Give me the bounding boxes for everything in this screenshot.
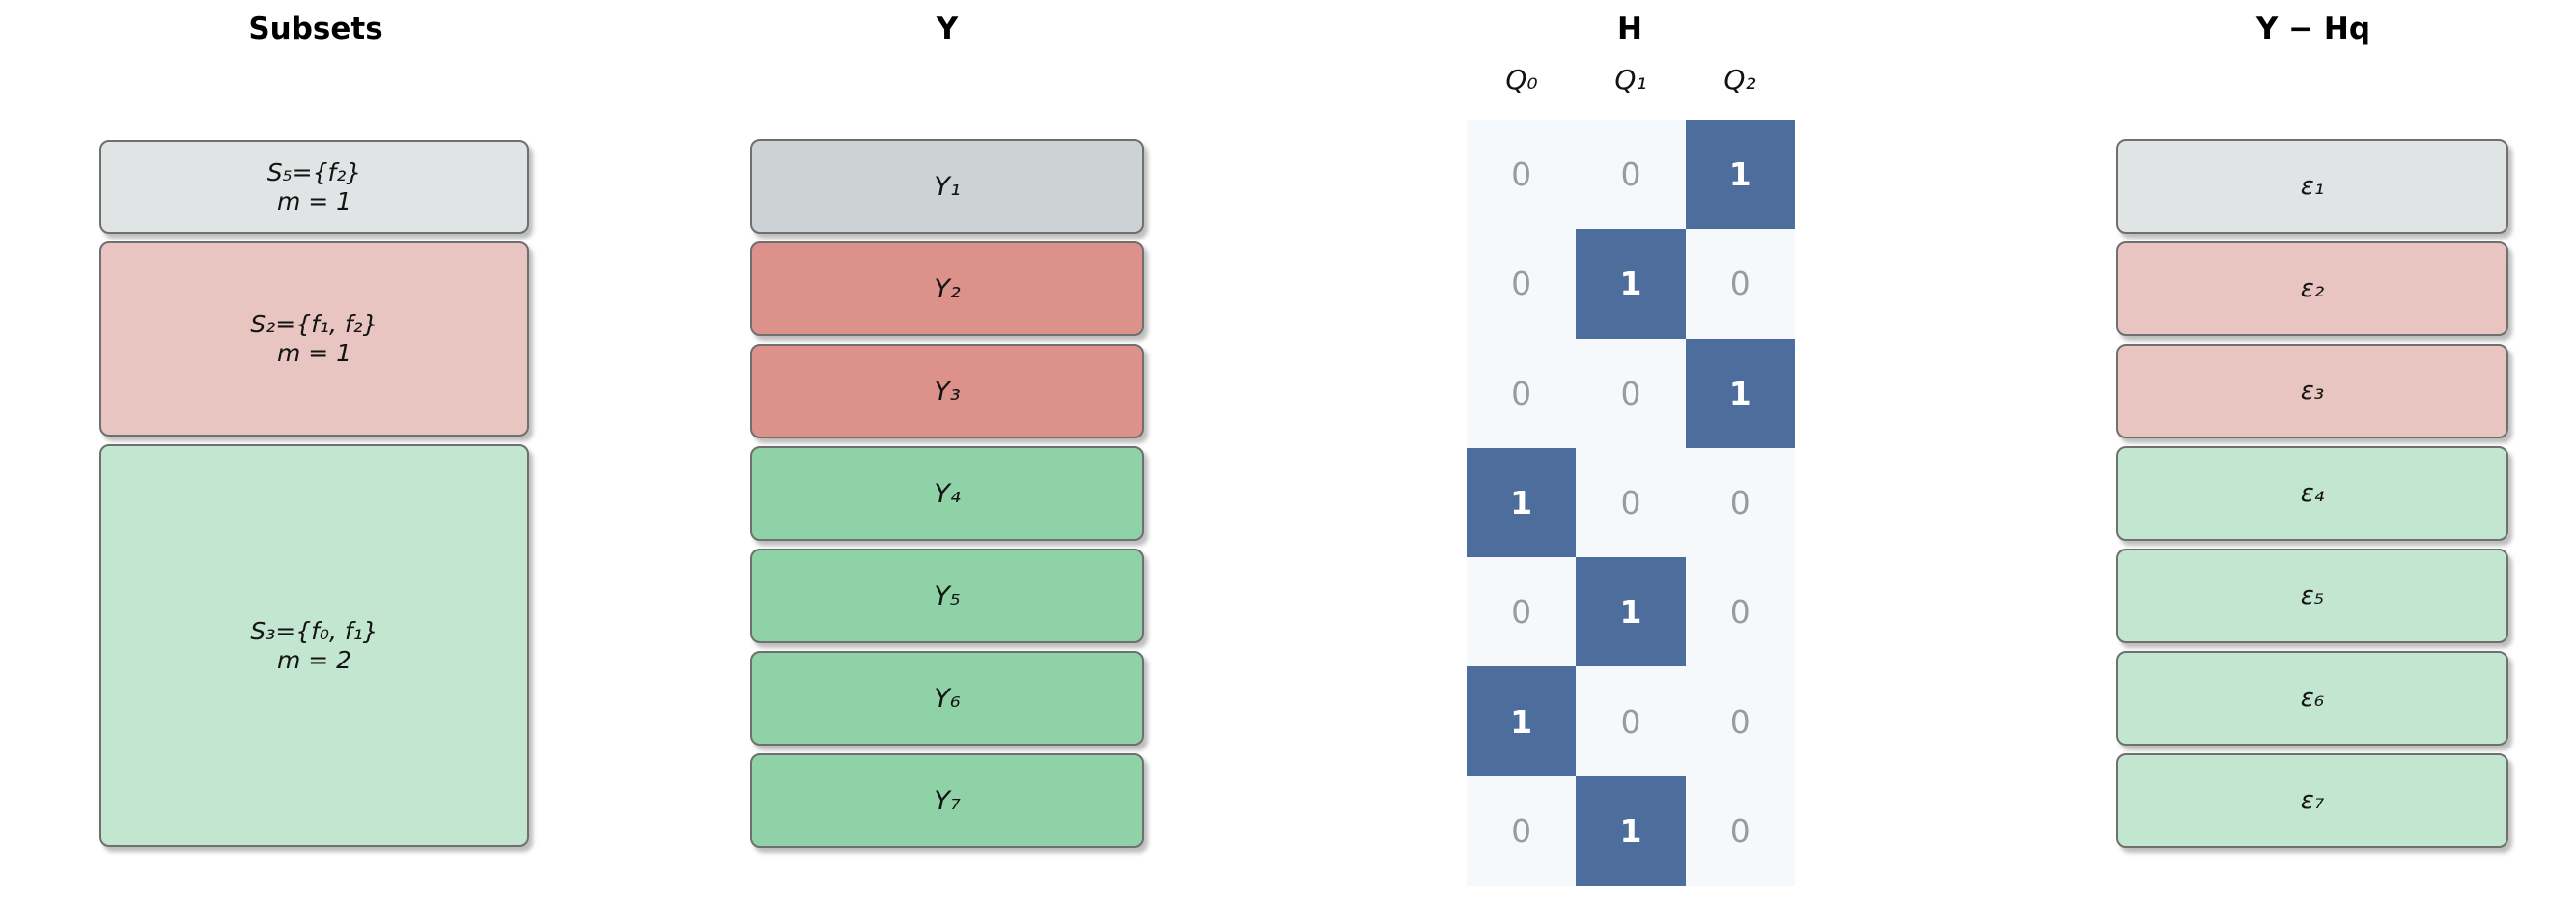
subset-box-s3: S₃={f₀, f₁} m = 2 xyxy=(99,444,529,847)
matrix-cell: 0 xyxy=(1685,557,1795,667)
y-label: Y₇ xyxy=(934,785,961,816)
y-box-7: Y₇ xyxy=(750,753,1144,848)
matrix-cell: 1 xyxy=(1467,447,1577,558)
matrix-cell: 0 xyxy=(1467,557,1577,667)
residual-box-3: ε₃ xyxy=(2116,344,2508,438)
matrix-cell: 1 xyxy=(1685,338,1795,448)
h-matrix-title: H xyxy=(1617,12,1642,46)
matrix-col-header-q0: Q₀ xyxy=(1505,64,1538,96)
matrix-cell: 0 xyxy=(1685,666,1795,776)
matrix-cell: 0 xyxy=(1576,666,1686,776)
residual-box-4: ε₄ xyxy=(2116,446,2508,541)
matrix-cell: 1 xyxy=(1576,557,1686,667)
subsets-column-title: Subsets xyxy=(248,12,383,46)
subset-set-label: S₅={f₂} xyxy=(266,157,362,186)
matrix-cell: 0 xyxy=(1685,447,1795,558)
y-label: Y₂ xyxy=(934,273,961,304)
residual-label: ε₅ xyxy=(2300,581,2325,610)
h-matrix: 0 0 1 0 1 0 0 0 1 1 0 0 0 1 0 1 0 0 0 1 … xyxy=(1467,120,1795,887)
matrix-col-header-q1: Q₁ xyxy=(1614,64,1647,96)
residual-box-5: ε₅ xyxy=(2116,549,2508,643)
matrix-cell: 0 xyxy=(1467,338,1577,448)
residual-label: ε₃ xyxy=(2300,377,2325,406)
matrix-cell: 0 xyxy=(1467,229,1577,339)
y-label: Y₁ xyxy=(934,171,961,202)
matrix-cell: 1 xyxy=(1576,776,1686,887)
y-box-6: Y₆ xyxy=(750,651,1144,746)
subset-set-label: S₂={f₁, f₂} xyxy=(250,310,378,338)
subset-set-label: S₃={f₀, f₁} xyxy=(250,616,378,645)
residual-label: ε₄ xyxy=(2300,479,2325,508)
y-column-title: Y xyxy=(936,12,959,46)
matrix-cell: 0 xyxy=(1467,120,1577,230)
residual-box-2: ε₂ xyxy=(2116,241,2508,336)
matrix-col-header-q2: Q₂ xyxy=(1723,64,1756,96)
matrix-cell: 1 xyxy=(1685,120,1795,230)
residual-box-6: ε₆ xyxy=(2116,651,2508,746)
matrix-cell: 0 xyxy=(1685,229,1795,339)
y-box-5: Y₅ xyxy=(750,549,1144,643)
subset-m-label: m = 1 xyxy=(276,186,352,215)
subset-m-label: m = 1 xyxy=(276,339,352,367)
y-box-1: Y₁ xyxy=(750,139,1144,234)
subset-m-label: m = 2 xyxy=(276,645,352,674)
y-label: Y₆ xyxy=(934,683,961,714)
matrix-cell: 0 xyxy=(1576,338,1686,448)
matrix-cell: 1 xyxy=(1576,229,1686,339)
residual-column-title: Y − Hq xyxy=(2255,12,2371,46)
residual-box-1: ε₁ xyxy=(2116,139,2508,234)
y-label: Y₄ xyxy=(934,478,961,509)
y-box-2: Y₂ xyxy=(750,241,1144,336)
y-label: Y₃ xyxy=(934,376,961,407)
residual-label: ε₆ xyxy=(2300,684,2325,713)
matrix-cell: 0 xyxy=(1467,776,1577,887)
matrix-cell: 0 xyxy=(1576,447,1686,558)
y-label: Y₅ xyxy=(934,580,961,611)
y-box-4: Y₄ xyxy=(750,446,1144,541)
matrix-cell: 0 xyxy=(1685,776,1795,887)
matrix-cell: 0 xyxy=(1576,120,1686,230)
matrix-cell: 1 xyxy=(1467,666,1577,776)
subset-box-s2: S₂={f₁, f₂} m = 1 xyxy=(99,241,529,437)
residual-label: ε₂ xyxy=(2300,274,2325,303)
residual-label: ε₇ xyxy=(2300,786,2325,815)
y-box-3: Y₃ xyxy=(750,344,1144,438)
residual-label: ε₁ xyxy=(2300,172,2325,201)
residual-box-7: ε₇ xyxy=(2116,753,2508,848)
subset-box-s5: S₅={f₂} m = 1 xyxy=(99,140,529,234)
